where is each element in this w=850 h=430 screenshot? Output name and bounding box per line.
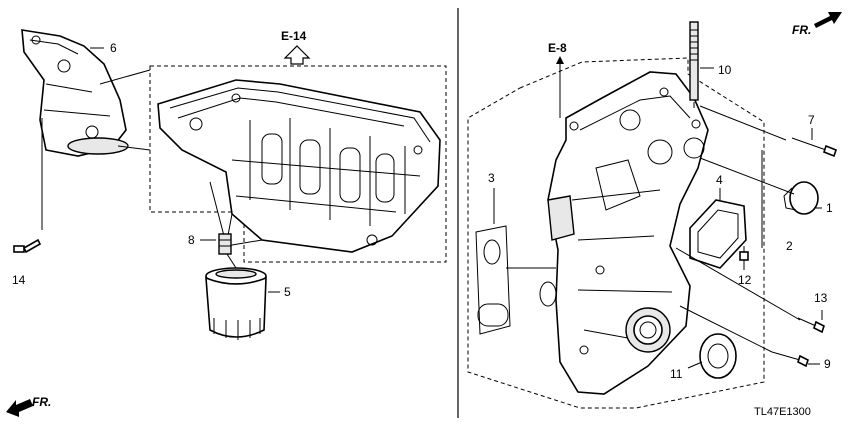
fr-label-left: FR.	[32, 395, 51, 409]
chain-case	[547, 71, 709, 395]
gasket-3	[475, 188, 557, 335]
callout-14: 14	[12, 273, 26, 287]
ref-e8: E-8	[548, 41, 567, 55]
oil-seal-11	[687, 333, 737, 379]
callout-7: 7	[808, 113, 815, 127]
callout-9: 9	[824, 357, 831, 371]
callout-12: 12	[738, 273, 752, 287]
bolt-7	[791, 128, 837, 158]
callout-13: 13	[814, 291, 828, 305]
oil-strainer	[21, 29, 129, 157]
drain-plug-8	[209, 181, 232, 255]
bolt-14	[13, 118, 43, 254]
callout-3: 3	[488, 171, 495, 185]
callout-5: 5	[284, 285, 291, 299]
bolt-13	[797, 310, 825, 334]
ref-e14: E-14	[281, 29, 307, 43]
left-panel: 6 8 5 14 E-14 FR.	[6, 29, 447, 417]
drawing-code: TL47E1300	[754, 406, 811, 418]
callout-8: 8	[188, 233, 195, 247]
bolt-9	[771, 351, 820, 368]
fr-label-right: FR.	[792, 23, 811, 37]
callout-11: 11	[670, 367, 683, 381]
gasket-4	[689, 188, 747, 269]
cap-1	[783, 181, 822, 215]
callout-1: 1	[826, 201, 833, 215]
up-arrow-e8-icon	[556, 56, 564, 64]
fr-arrow-right-icon	[814, 12, 842, 28]
fr-arrow-left-icon	[6, 399, 33, 417]
bolt-12	[739, 246, 749, 270]
right-panel: E-8 10 7 1 3 4 2 12 13 9 11 FR. TL47E130…	[467, 12, 842, 418]
oil-filter-5	[205, 253, 267, 340]
callout-4: 4	[716, 173, 723, 187]
callout-10: 10	[718, 63, 732, 77]
callout-6: 6	[110, 41, 117, 55]
callout-2: 2	[786, 239, 793, 253]
stud-bolt-10	[689, 21, 714, 108]
oil-pan	[157, 79, 441, 253]
up-arrow-icon	[283, 45, 311, 65]
